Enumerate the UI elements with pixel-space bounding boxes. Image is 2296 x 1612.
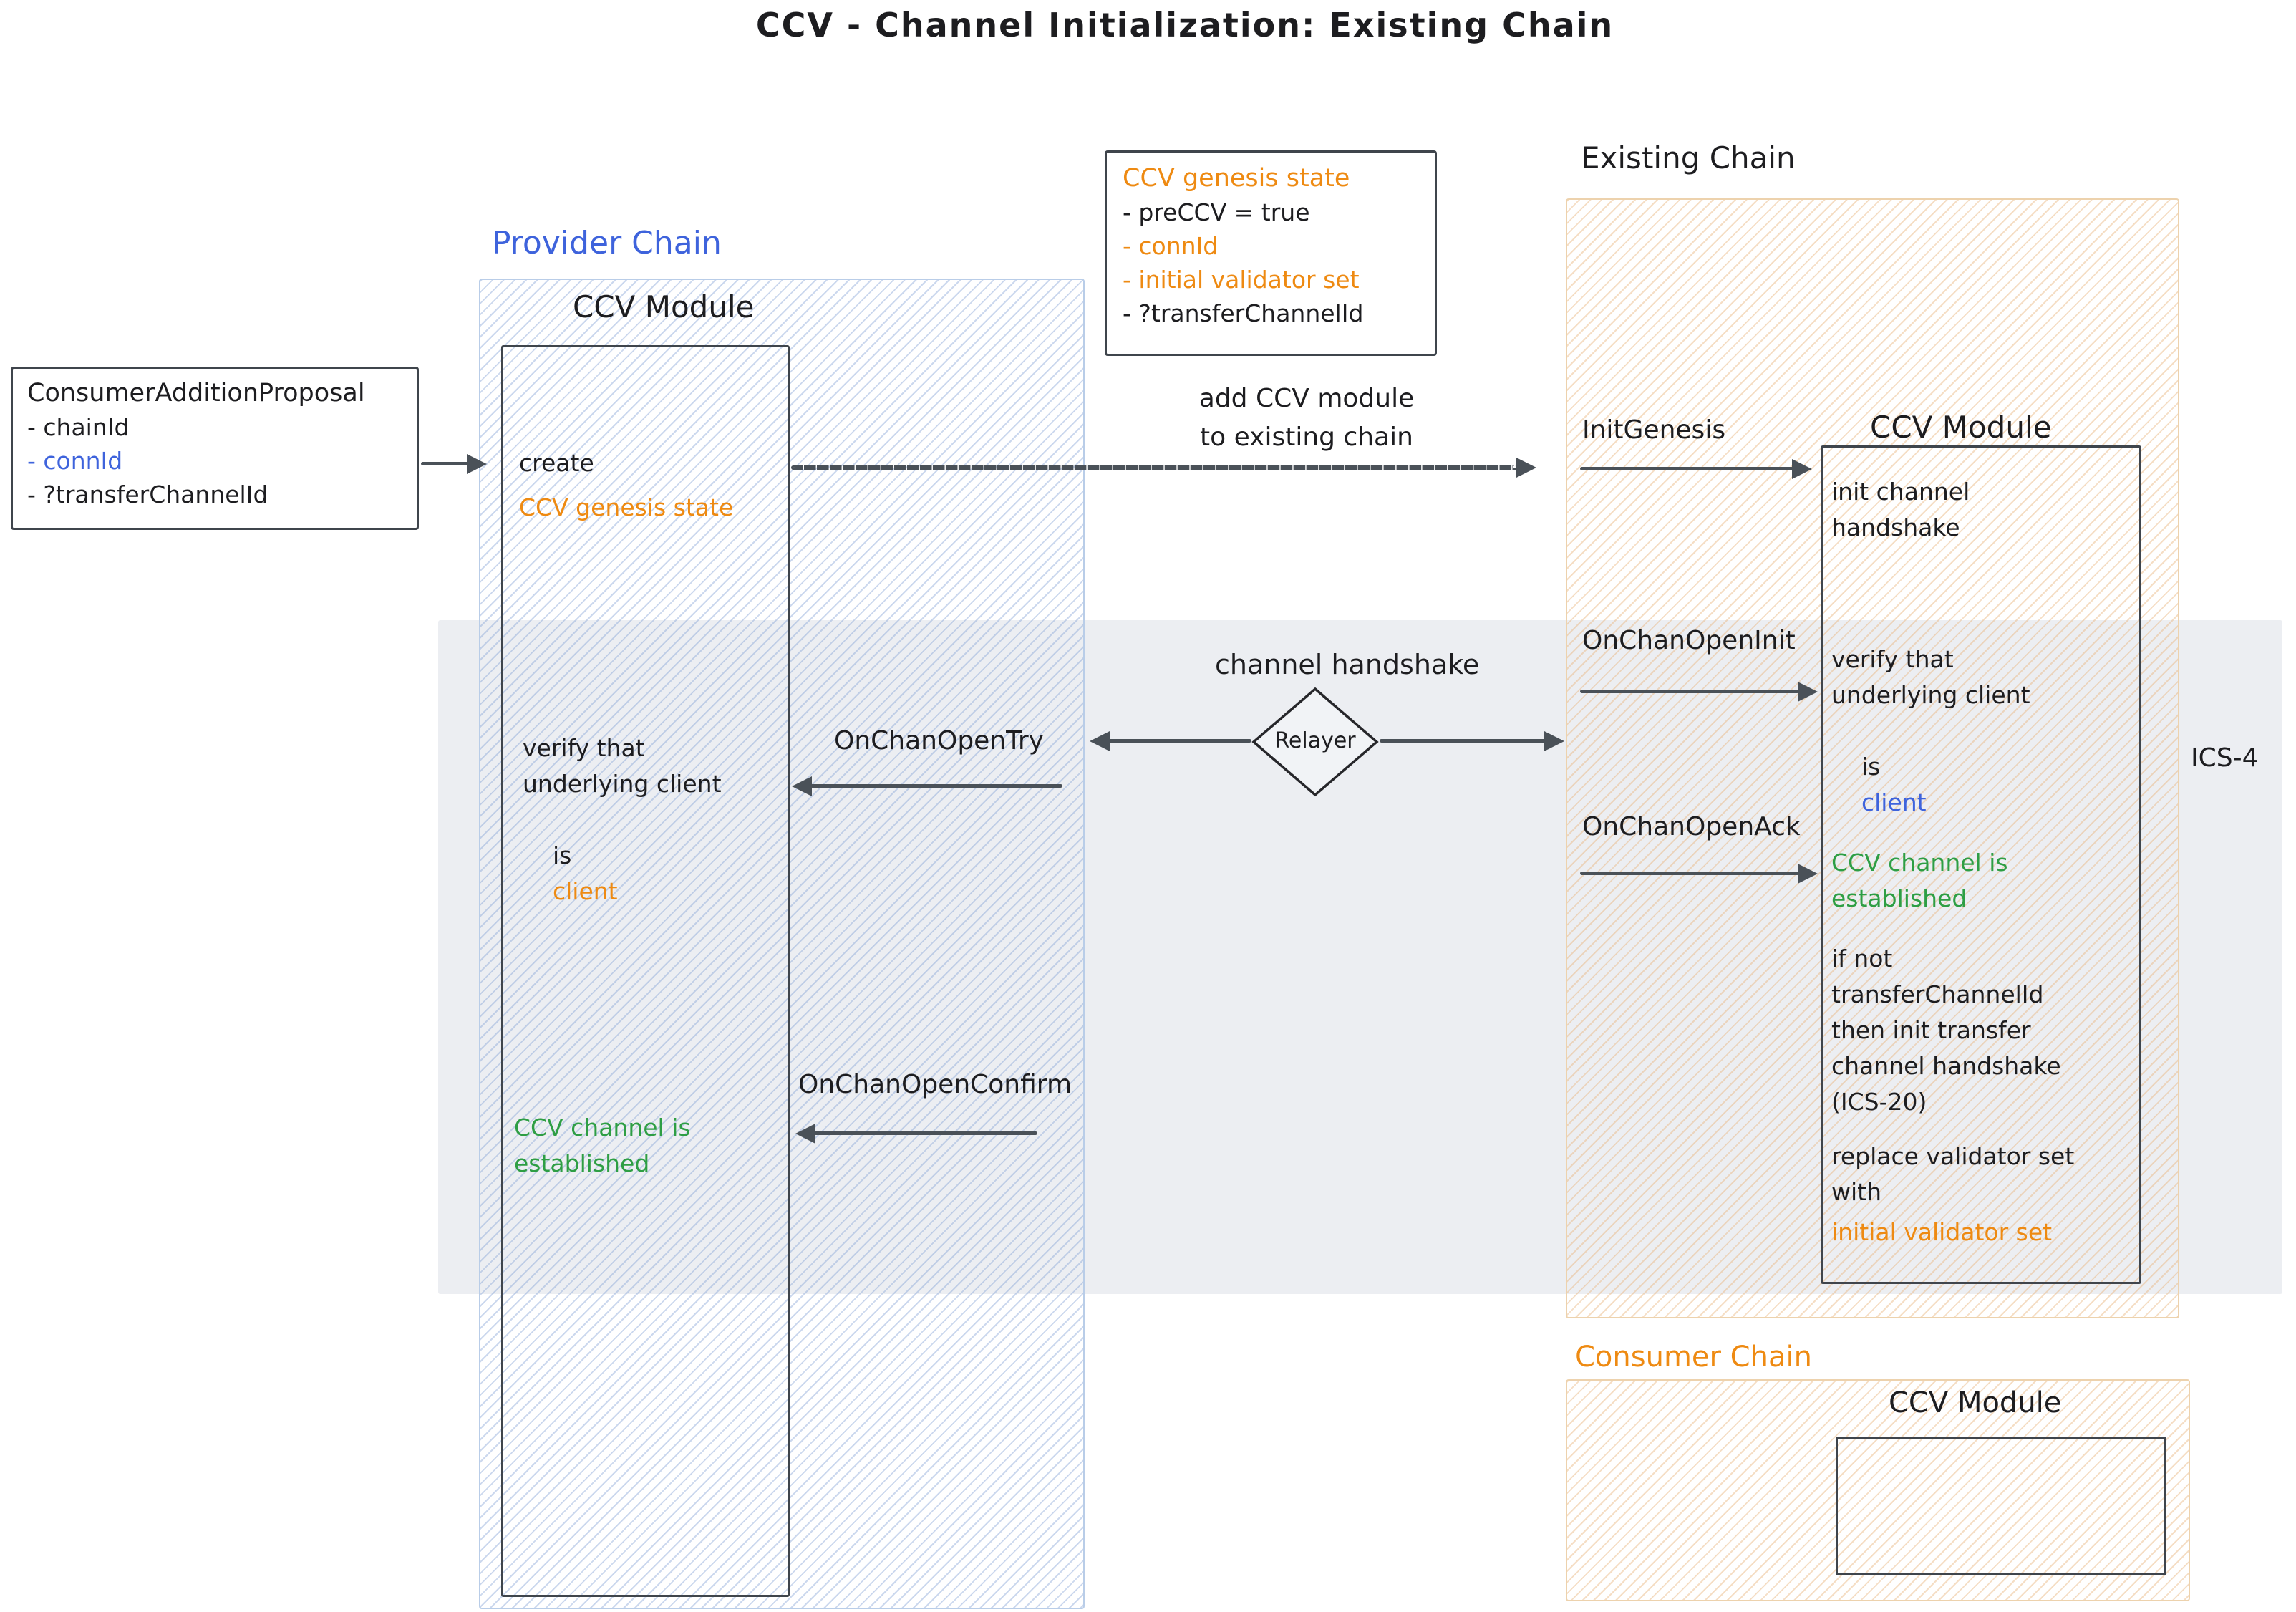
- arrow-on-chan-open-init: [1580, 681, 1818, 702]
- provider-verify-client-line: is client: [523, 802, 618, 945]
- genesis-item-conn-id: - connId: [1123, 232, 1219, 260]
- arrow-init-genesis: [1580, 458, 1812, 479]
- existing-verify-client-line: is client: [1831, 713, 1927, 856]
- on-chan-open-init-label: OnChanOpenInit: [1582, 626, 1796, 655]
- proposal-item-transfer-channel-id: - ?transferChannelId: [27, 481, 268, 508]
- relayer-label: Relayer: [1274, 728, 1356, 753]
- existing-replace-object: initial validator set: [1831, 1218, 2053, 1246]
- on-chan-open-try-label: OnChanOpenTry: [834, 726, 1044, 756]
- on-chan-open-ack-label: OnChanOpenAck: [1582, 812, 1801, 841]
- genesis-title: CCV genesis state: [1123, 164, 1350, 193]
- arrow-on-chan-open-try: [792, 776, 1062, 796]
- existing-ccv-module-frame: [1821, 445, 2141, 1284]
- proposal-title: ConsumerAdditionProposal: [27, 379, 365, 407]
- arrow-relayer-to-provider: [1090, 730, 1251, 751]
- arrow-add-ccv-module: [791, 458, 1536, 478]
- provider-chain-label: Provider Chain: [492, 225, 722, 261]
- provider-ccv-module-frame: [501, 345, 790, 1597]
- consumer-chain-region: [1566, 1379, 2190, 1601]
- existing-established-note: CCV channel is established: [1831, 849, 2008, 912]
- existing-chain-label: Existing Chain: [1581, 140, 1796, 175]
- arrow-proposal-to-provider: [421, 453, 487, 474]
- existing-chain-region: [1566, 198, 2179, 1318]
- provider-verify-is: is: [552, 841, 572, 869]
- provider-chain-region: [479, 279, 1085, 1609]
- arrow-relayer-to-existing: [1380, 730, 1564, 751]
- provider-verify-client: client: [552, 877, 618, 905]
- proposal-item-chain-id: - chainId: [27, 413, 130, 441]
- init-genesis-label: InitGenesis: [1582, 415, 1726, 445]
- ics4-label: ICS-4: [2191, 743, 2259, 773]
- provider-create-object: CCV genesis state: [519, 493, 734, 521]
- genesis-item-pre-ccv: - preCCV = true: [1123, 198, 1310, 226]
- proposal-item-conn-id: - connId: [27, 447, 123, 475]
- existing-init-handshake-note: init channel handshake: [1831, 478, 1970, 541]
- consumer-addition-proposal-box: ConsumerAdditionProposal - chainId - con…: [11, 367, 419, 530]
- genesis-item-transfer-channel-id: - ?transferChannelId: [1123, 299, 1364, 327]
- provider-verify-note: verify that underlying client: [523, 734, 722, 798]
- arrow-on-chan-open-ack: [1580, 863, 1818, 884]
- existing-verify-client: client: [1861, 788, 1927, 816]
- existing-transfer-note: if not transferChannelId then init trans…: [1831, 945, 2061, 1116]
- arrow-on-chan-open-confirm: [795, 1123, 1037, 1144]
- channel-handshake-label: channel handshake: [1215, 649, 1480, 680]
- existing-replace-note: replace validator set with: [1831, 1142, 2075, 1206]
- consumer-ccv-module-frame: [1836, 1437, 2166, 1575]
- ccv-genesis-state-box: CCV genesis state - preCCV = true - conn…: [1105, 150, 1437, 356]
- existing-module-label: CCV Module: [1870, 410, 2052, 445]
- existing-verify-is: is: [1861, 753, 1881, 781]
- add-ccv-module-label: add CCV module to existing chain: [1198, 384, 1415, 452]
- consumer-chain-label: Consumer Chain: [1575, 1341, 1812, 1374]
- provider-module-label: CCV Module: [573, 289, 755, 324]
- relayer-diamond-shape: [1251, 687, 1379, 797]
- genesis-item-initial-valset: - initial validator set: [1123, 266, 1360, 294]
- provider-create-action: create: [519, 449, 594, 477]
- relayer-diamond: Relayer: [1251, 686, 1380, 798]
- on-chan-open-confirm-label: OnChanOpenConfirm: [798, 1070, 1072, 1099]
- existing-verify-note: verify that underlying client: [1831, 645, 2030, 709]
- provider-established-note: CCV channel is established: [514, 1114, 691, 1177]
- diagram-title: CCV - Channel Initialization: Existing C…: [755, 6, 1614, 44]
- consumer-module-label: CCV Module: [1889, 1386, 2062, 1419]
